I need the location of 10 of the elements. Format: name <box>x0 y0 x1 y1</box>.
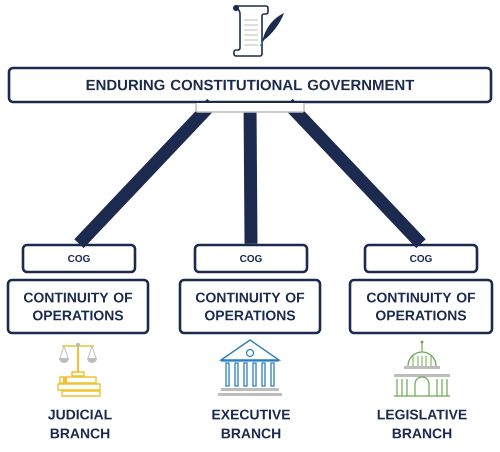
branch-label: LEGISLATIVE BRANCH <box>378 410 467 438</box>
tag-box: COG <box>22 244 136 274</box>
branch-label: JUDICIAL BRANCH <box>48 410 112 438</box>
tag-box: COG <box>364 244 478 274</box>
process-box: CONTINUITY OF OPERATIONS <box>6 278 150 334</box>
title-box: ENDURING CONSTITUTIONAL GOVERNMENT <box>8 66 492 104</box>
tag-box: COG <box>194 244 308 274</box>
branch-label: EXECUTIVE BRANCH <box>212 410 290 438</box>
process-box: CONTINUITY OF OPERATIONS <box>348 278 494 334</box>
process-box: CONTINUITY OF OPERATIONS <box>178 278 322 334</box>
